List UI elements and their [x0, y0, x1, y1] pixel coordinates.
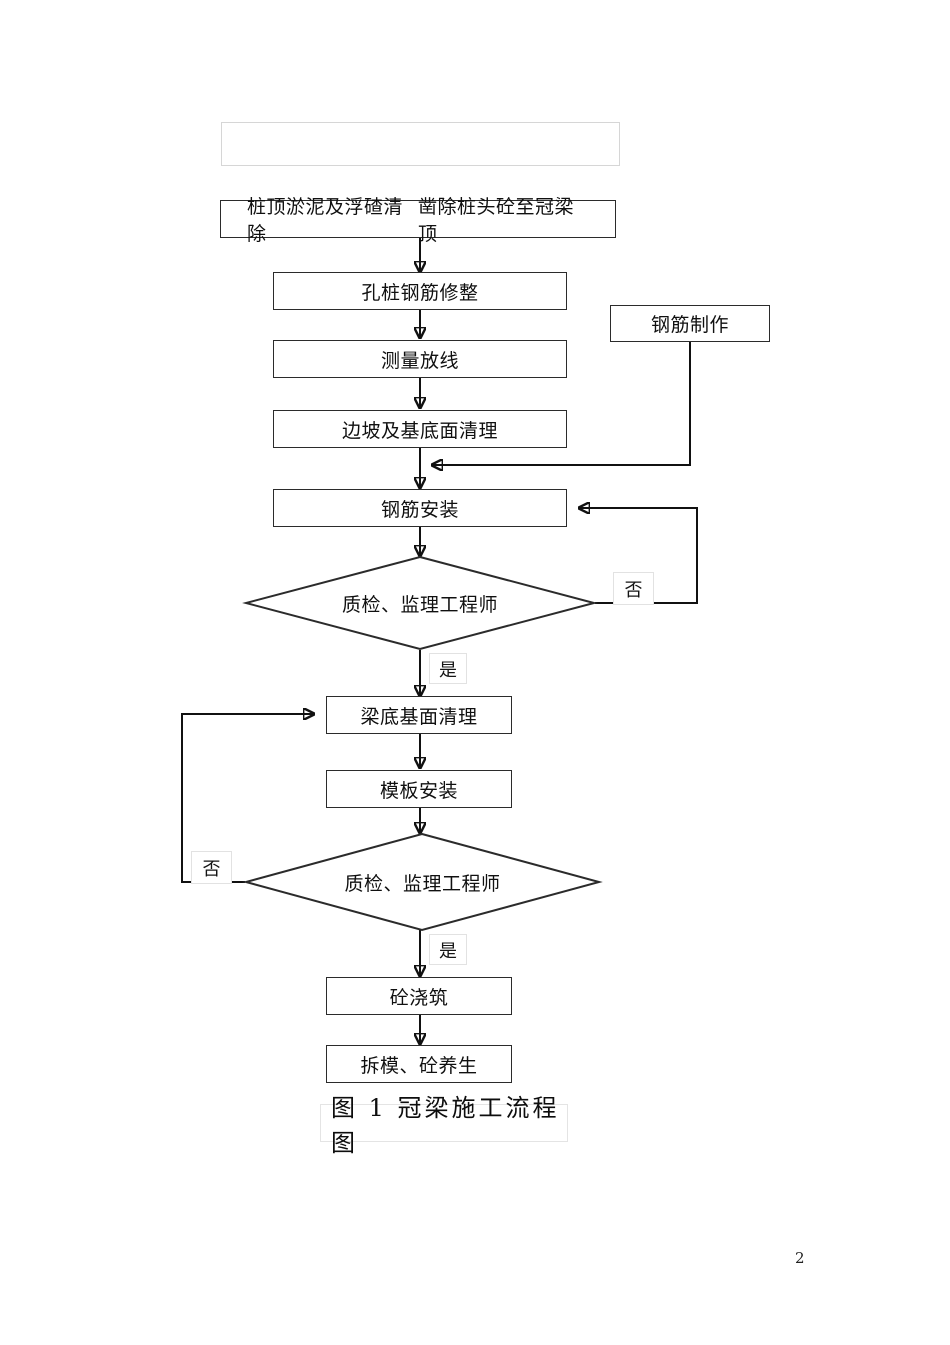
- node-rebar-install[interactable]: 钢筋安装: [273, 489, 567, 527]
- node-formwork-install-label: 模板安装: [379, 779, 458, 802]
- node-pile-top-clear-label-left: 桩顶淤泥及浮碴清除: [247, 196, 404, 245]
- branch-label-no-2: 否: [191, 851, 232, 884]
- node-rebar-fabrication-label: 钢筋制作: [650, 314, 729, 336]
- node-formwork-install[interactable]: 模板安装: [326, 770, 512, 808]
- node-strip-cure-label: 拆模、砼养生: [360, 1054, 478, 1077]
- node-rebar-trim[interactable]: 孔桩钢筋修整: [273, 272, 567, 310]
- branch-label-yes-1-text: 是: [439, 659, 457, 681]
- node-rebar-install-label: 钢筋安装: [380, 498, 459, 521]
- node-inspection-1[interactable]: 质检、监理工程师: [242, 555, 598, 651]
- branch-label-no-1-text: 否: [624, 579, 643, 601]
- node-beam-base-clean[interactable]: 梁底基面清理: [326, 696, 512, 734]
- node-rebar-trim-label: 孔桩钢筋修整: [361, 281, 479, 304]
- node-pile-top-clear[interactable]: 桩顶淤泥及浮碴清除 凿除桩头砼至冠梁顶: [220, 196, 616, 245]
- node-concrete-pour[interactable]: 砼浇筑: [326, 977, 512, 1015]
- branch-label-no-2-text: 否: [202, 858, 221, 880]
- figure-caption-text: 图 1 冠梁施工流程图: [331, 1094, 560, 1157]
- node-inspection-2[interactable]: 质检、监理工程师: [242, 832, 603, 932]
- node-survey-setout-label: 测量放线: [380, 349, 459, 372]
- branch-label-yes-2-text: 是: [439, 940, 457, 962]
- node-strip-cure[interactable]: 拆模、砼养生: [326, 1045, 512, 1083]
- figure-caption: 图 1 冠梁施工流程图: [320, 1094, 568, 1157]
- wire-fabrication-to-trunk: [432, 342, 691, 465]
- node-pile-top-clear-label-right: 凿除桩头砼至冠梁顶: [418, 196, 575, 245]
- node-beam-base-clean-label: 梁底基面清理: [360, 705, 478, 728]
- page-number: 2: [795, 1249, 805, 1267]
- branch-label-yes-2: 是: [429, 934, 467, 965]
- node-concrete-pour-label: 砼浇筑: [389, 986, 449, 1009]
- node-rebar-fabrication[interactable]: 钢筋制作: [610, 305, 770, 342]
- branch-label-no-1: 否: [613, 572, 654, 605]
- node-slope-base-clean-label: 边坡及基底面清理: [341, 419, 498, 442]
- node-slope-base-clean[interactable]: 边坡及基底面清理: [273, 410, 567, 448]
- top-placeholder-box: [221, 122, 620, 166]
- branch-label-yes-1: 是: [429, 653, 467, 684]
- node-survey-setout[interactable]: 测量放线: [273, 340, 567, 378]
